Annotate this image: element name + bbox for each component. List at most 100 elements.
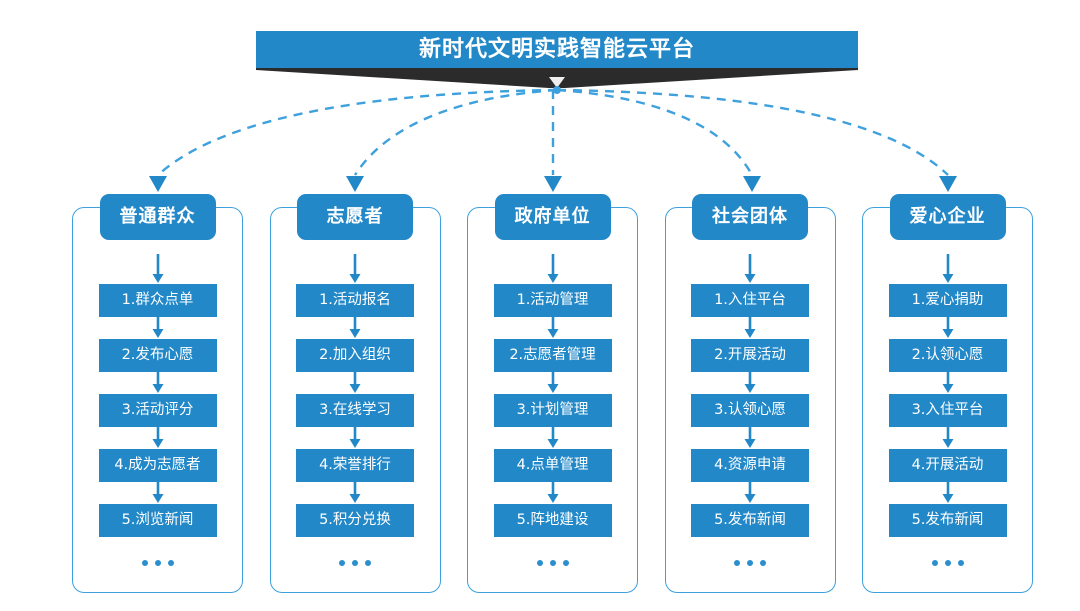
flow-arrow-icon [152, 254, 163, 283]
role-step-label: 3.活动评分 [121, 402, 194, 419]
role-step-item[interactable]: 5.阵地建设 [493, 504, 612, 537]
flow-arrow-icon [152, 317, 163, 338]
flow-arrow-icon [349, 254, 361, 283]
role-step-item[interactable]: 3.在线学习 [296, 394, 414, 427]
ellipsis-dot [734, 560, 740, 566]
role-step-label: 4.点单管理 [516, 457, 589, 474]
role-step-label: 4.荣誉排行 [319, 457, 391, 474]
platform-banner: 新时代文明实践智能云平台 [256, 31, 858, 91]
ellipsis-dot [747, 560, 753, 566]
role-step-item[interactable]: 1.群众点单 [98, 284, 217, 317]
role-step-item[interactable]: 2.开展活动 [691, 339, 809, 372]
role-column: 政府单位 1.活动管理 2.志愿者管理 3.计划管理 4.点单管理 5.阵地建设 [467, 194, 638, 593]
more-items-ellipsis [931, 553, 964, 573]
role-header-label: 爱心企业 [909, 206, 986, 227]
flow-arrow-icon [744, 317, 756, 338]
flow-arrow-icon [942, 254, 953, 283]
flow-arrow-icon [152, 372, 163, 393]
role-column: 志愿者 1.活动报名 2.加入组织 3.在线学习 4.荣誉排行 5.积分兑换 [269, 194, 441, 593]
ellipsis-dot [154, 560, 161, 566]
flow-arrow-icon [349, 482, 361, 503]
ellipsis-dot [339, 560, 345, 566]
flow-arrow-icon [152, 482, 163, 503]
role-step-label: 1.入住平台 [714, 292, 786, 309]
ellipsis-dot [549, 560, 556, 566]
flow-arrow-icon [942, 482, 953, 503]
role-step-item[interactable]: 1.入住平台 [691, 284, 809, 317]
ellipsis-dot [141, 560, 148, 566]
role-step-item[interactable]: 2.志愿者管理 [493, 339, 612, 372]
role-step-item[interactable]: 4.资源申请 [691, 449, 809, 482]
ellipsis-dot [944, 560, 951, 566]
role-step-item[interactable]: 2.认领心愿 [888, 339, 1007, 372]
connector-to-column-4 [556, 88, 754, 176]
role-step-label: 3.计划管理 [516, 402, 589, 419]
role-step-item[interactable]: 3.活动评分 [98, 394, 217, 427]
role-header-chip[interactable]: 爱心企业 [889, 194, 1006, 240]
ellipsis-dot [536, 560, 543, 566]
role-step-label: 1.爱心捐助 [911, 292, 984, 309]
role-header-label: 政府单位 [514, 206, 591, 227]
role-step-label: 3.在线学习 [319, 402, 391, 419]
role-header-chip[interactable]: 政府单位 [494, 194, 611, 240]
role-step-item[interactable]: 4.成为志愿者 [98, 449, 217, 482]
ellipsis-dot [352, 560, 358, 566]
role-step-item[interactable]: 3.计划管理 [493, 394, 612, 427]
ellipsis-dot [931, 560, 938, 566]
role-step-item[interactable]: 2.加入组织 [296, 339, 414, 372]
role-step-list: 1.群众点单 2.发布心愿 3.活动评分 4.成为志愿者 5.浏览新闻 [73, 254, 242, 573]
ellipsis-dot [167, 560, 174, 566]
role-step-item[interactable]: 5.积分兑换 [296, 504, 414, 537]
role-header-chip[interactable]: 普通群众 [99, 194, 216, 240]
role-step-item[interactable]: 5.发布新闻 [888, 504, 1007, 537]
role-header-label: 社会团体 [712, 206, 788, 227]
role-step-item[interactable]: 4.点单管理 [493, 449, 612, 482]
role-step-item[interactable]: 1.活动管理 [493, 284, 612, 317]
flow-arrow-icon [547, 254, 558, 283]
role-column: 爱心企业 1.爱心捐助 2.认领心愿 3.入住平台 4.开展活动 5.发布新闻 [862, 194, 1033, 593]
role-step-item[interactable]: 3.认领心愿 [691, 394, 809, 427]
flow-arrow-icon [349, 427, 361, 448]
role-step-item[interactable]: 5.浏览新闻 [98, 504, 217, 537]
flow-arrow-icon [547, 482, 558, 503]
role-columns: 普通群众 1.群众点单 2.发布心愿 3.活动评分 4.成为志愿者 5.浏览新闻 志愿者 1.… [72, 194, 1033, 593]
connector-to-column-2 [353, 88, 558, 176]
role-step-label: 4.成为志愿者 [114, 457, 201, 474]
role-header-chip[interactable]: 志愿者 [297, 194, 413, 240]
role-step-item[interactable]: 3.入住平台 [888, 394, 1007, 427]
flow-arrow-icon [547, 427, 558, 448]
more-items-ellipsis [734, 553, 766, 573]
role-step-label: 5.阵地建设 [516, 512, 589, 529]
role-step-item[interactable]: 4.荣誉排行 [296, 449, 414, 482]
connector-to-column-5 [556, 88, 949, 176]
ellipsis-dot [365, 560, 371, 566]
more-items-ellipsis [141, 553, 174, 573]
connector-arrow-3 [544, 176, 562, 192]
role-step-item[interactable]: 2.发布心愿 [98, 339, 217, 372]
role-step-list: 1.活动报名 2.加入组织 3.在线学习 4.荣誉排行 5.积分兑换 [271, 254, 440, 573]
role-step-label: 4.开展活动 [911, 457, 984, 474]
role-step-label: 2.认领心愿 [911, 347, 984, 364]
role-header-chip[interactable]: 社会团体 [692, 194, 808, 240]
role-column: 社会团体 1.入住平台 2.开展活动 3.认领心愿 4.资源申请 5.发布新闻 [664, 194, 836, 593]
flow-arrow-icon [744, 427, 756, 448]
role-step-label: 5.发布新闻 [911, 512, 984, 529]
role-step-label: 5.浏览新闻 [121, 512, 194, 529]
role-step-label: 2.志愿者管理 [509, 347, 596, 364]
role-step-label: 1.活动管理 [516, 292, 589, 309]
role-step-list: 1.爱心捐助 2.认领心愿 3.入住平台 4.开展活动 5.发布新闻 [863, 254, 1032, 573]
ellipsis-dot [957, 560, 964, 566]
role-step-list: 1.活动管理 2.志愿者管理 3.计划管理 4.点单管理 5.阵地建设 [468, 254, 637, 573]
role-step-label: 2.加入组织 [319, 347, 391, 364]
role-step-label: 2.开展活动 [714, 347, 786, 364]
connector-arrow-2 [346, 176, 364, 192]
role-step-item[interactable]: 1.爱心捐助 [888, 284, 1007, 317]
role-step-item[interactable]: 5.发布新闻 [691, 504, 809, 537]
role-step-item[interactable]: 1.活动报名 [296, 284, 414, 317]
connector-to-column-1 [157, 88, 558, 176]
connector-arrow-5 [939, 176, 957, 192]
flow-arrow-icon [152, 427, 163, 448]
role-step-item[interactable]: 4.开展活动 [888, 449, 1007, 482]
role-header-label: 志愿者 [326, 206, 384, 227]
